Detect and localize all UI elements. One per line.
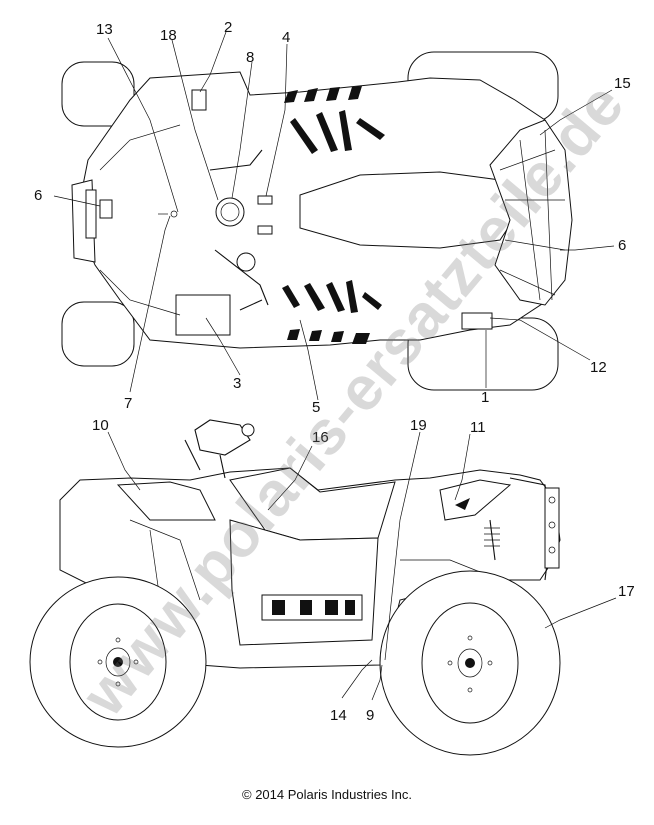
callout-14: 14 [330,707,347,724]
callout-9: 9 [366,707,374,724]
fuel-cap [215,197,245,227]
callout-17: 17 [618,583,635,600]
side-view-atv [29,419,561,756]
callout-3: 3 [233,375,241,392]
copyright-notice: © 2014 Polaris Industries Inc. [242,787,412,802]
decal-3 [175,294,231,336]
top-view-atv [61,51,573,391]
callout-16: 16 [312,429,329,446]
decal-4b [257,225,273,235]
handlebar [194,419,251,456]
callout-15: 15 [614,75,631,92]
decal-4 [257,195,273,205]
callout-1: 1 [481,389,489,406]
decal-10 [116,481,216,521]
gauge [236,252,256,272]
callout-12: 12 [590,359,607,376]
tire-front-left [61,61,135,127]
decal-1 [461,312,493,330]
callout-5: 5 [312,399,320,416]
graphics-top-left [284,86,385,154]
callout-13: 13 [96,21,113,38]
callout-8: 8 [246,49,254,66]
decal-2 [191,89,207,111]
callout-7: 7 [124,395,132,412]
callout-2: 2 [224,19,232,36]
callout-labels: 2 4 8 18 13 6 15 6 12 1 5 3 7 10 16 19 1… [34,19,635,724]
rear-wheel [379,570,561,756]
headlight-left [85,189,97,239]
callout-11: 11 [470,419,486,436]
callout-4: 4 [282,29,290,46]
callout-6-front: 6 [34,187,42,204]
front-wheel [29,576,207,748]
callout-19: 19 [410,417,427,434]
callout-10: 10 [92,417,109,434]
callout-6-rear: 6 [618,237,626,254]
tire-front-right [61,301,135,367]
callout-18: 18 [160,27,177,44]
leader-lines-top [53,31,615,401]
graphics-top-right [282,280,382,344]
leader-lines-side [107,431,617,701]
decal-6-front [99,199,113,219]
decal-11 [439,479,512,521]
